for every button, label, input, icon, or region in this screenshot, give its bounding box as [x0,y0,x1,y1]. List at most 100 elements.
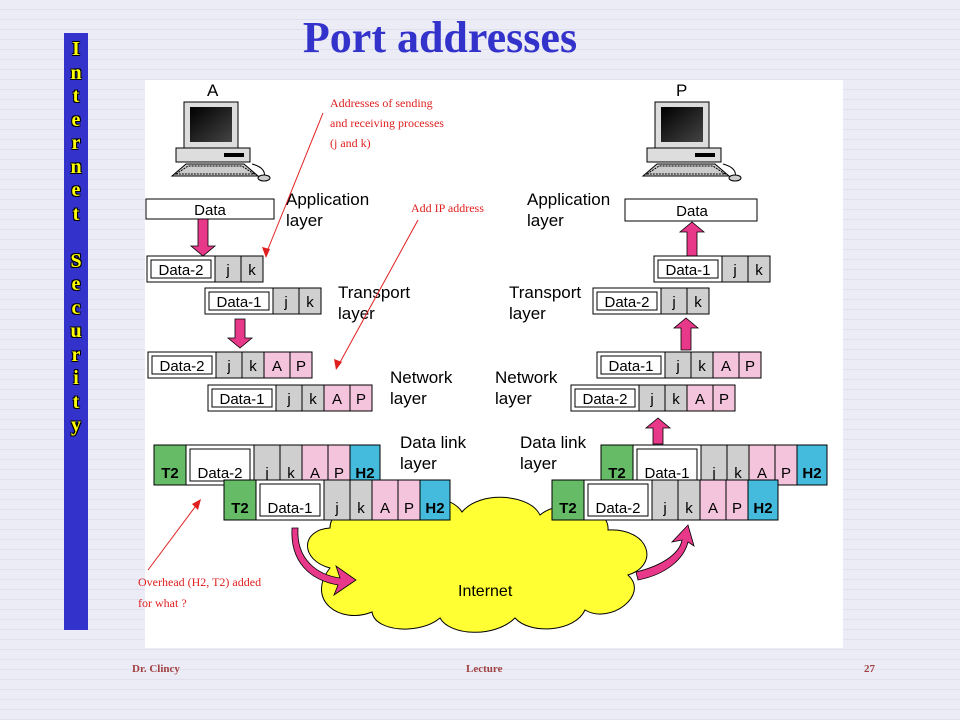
address-label: j [662,500,666,517]
address-label: P [745,358,755,375]
arrowhead-icon [334,359,342,370]
sidebar-letter: u [70,320,82,342]
address-cell [253,444,281,486]
address-cell [272,287,300,315]
address-label: k [248,262,256,279]
address-cell [323,384,351,412]
sidebar-letter: n [70,155,82,178]
payload-label: Data-2 [158,262,203,279]
data-cell-inner [600,355,662,375]
address-label: j [286,391,290,408]
address-label: j [225,262,229,279]
address-label: T2 [608,465,626,482]
host-label-p: P [676,81,687,100]
layer-label-network: Network [495,368,558,387]
address-label: P [732,500,742,517]
address-label: P [296,358,306,375]
address-cell [738,351,762,379]
data-cell-inner [587,483,649,517]
layer-label-transport: Transport [338,283,410,302]
address-cell [638,384,666,412]
sidebar-letter: n [70,61,82,84]
payload-label: Data-1 [608,358,653,375]
address-label: P [356,391,366,408]
host-label-a: A [207,81,219,100]
address-cell [686,384,714,412]
footer-center: Lecture [466,663,503,675]
annotation-pointer [265,112,324,255]
slide-title: Port addresses [302,13,578,62]
up-arrow-icon [672,317,700,351]
data-cell-inner [574,388,636,408]
address-cell [748,444,776,486]
address-label: k [685,500,693,517]
address-cell [298,287,322,315]
payload-label: Data-1 [216,294,261,311]
trailer-cell [600,444,634,486]
address-label: A [708,500,718,517]
data-cell-inner [636,448,698,482]
address-cell [686,287,710,315]
sidebar-letter: r [71,343,81,366]
annotation-ip: Add IP address [411,201,484,215]
address-label: P [719,391,729,408]
layer-label-network: Network [390,368,453,387]
sidebar-bar [64,33,88,630]
address-cell [214,255,242,283]
address-cell [700,444,728,486]
address-label: j [711,465,715,482]
address-cell [240,255,264,283]
address-label: A [272,358,282,375]
data-cell-inner [596,291,658,311]
address-cell [263,351,291,379]
sidebar-letter: i [73,367,79,389]
address-label: j [283,294,287,311]
address-cell [215,351,243,379]
address-label: k [755,262,763,279]
internet-label: Internet [458,583,513,600]
layer-label-transport: Transport [509,283,581,302]
payload-label: Data-2 [159,358,204,375]
address-label: k [249,358,257,375]
layer-label-datalink: Data link [520,433,587,452]
sidebar-letter: y [71,414,81,436]
layer-label-transport: layer [509,304,546,323]
annotation-pointer [147,502,199,571]
address-label: j [334,500,338,517]
address-label: H2 [425,500,444,517]
address-cell [747,255,771,283]
layer-label-transport: layer [338,304,375,323]
address-label: j [675,358,679,375]
address-cell [664,351,692,379]
address-label: P [781,465,791,482]
trailer-cell [153,444,187,486]
address-label: k [734,465,742,482]
header-cell [796,444,828,486]
app-data-label: Data [194,202,226,219]
data-cell-inner [211,388,273,408]
payload-label: Data-1 [267,500,312,517]
arrowhead-icon [262,247,270,258]
annotation-pointer [337,219,419,367]
address-label: j [226,358,230,375]
sidebar-letter: t [72,85,80,107]
data-cell-inner [208,291,270,311]
payload-label: Data-2 [582,391,627,408]
down-arrow-icon [189,218,217,257]
payload-label: Data-1 [219,391,264,408]
trailer-cell [223,479,257,521]
address-label: k [287,465,295,482]
address-cell [349,384,373,412]
address-label: k [694,294,702,311]
data-cell-inner [189,448,251,482]
sidebar-letter: t [72,202,80,225]
layer-label-application: Application [286,190,369,209]
